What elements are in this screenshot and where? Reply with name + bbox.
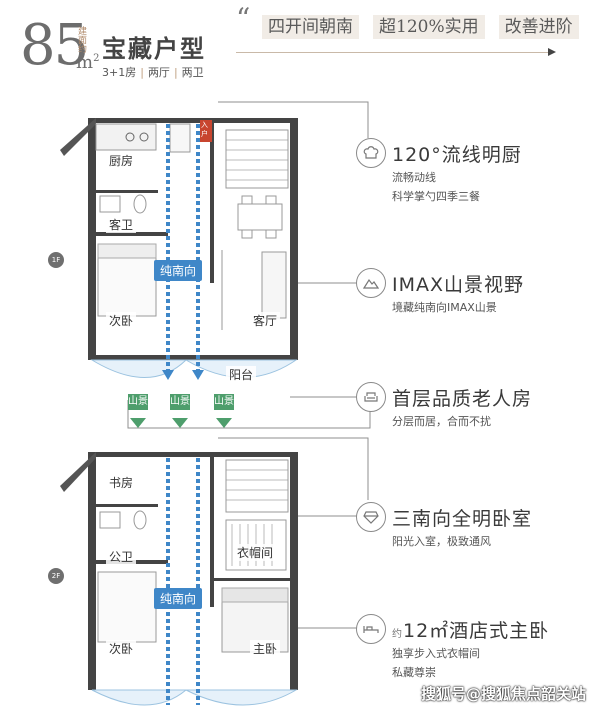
- room-cloakroom: 衣帽间: [234, 544, 277, 561]
- feature-title: 三南向全明卧室: [392, 508, 533, 530]
- diamond-icon: [356, 502, 386, 532]
- entry-label: 入户: [201, 121, 208, 138]
- room-guest-bath: 客卫: [106, 216, 137, 233]
- feature-title: 首层品质老人房: [392, 388, 533, 410]
- room-master: 主卧: [250, 640, 281, 657]
- feature-desc: 独享步入式衣帽间私藏尊崇: [392, 647, 480, 679]
- south-facing-tag-1f: 纯南向: [154, 260, 203, 281]
- floor-badge-2f: 2F: [48, 568, 64, 584]
- area-number: 85: [20, 13, 89, 78]
- mountain-view-tag: 山景: [214, 394, 234, 410]
- south-facing-tag-2f: 纯南向: [154, 588, 203, 609]
- floor-badge-1f: 1F: [48, 252, 64, 268]
- floor-1-plan: [60, 118, 298, 378]
- slogan-row: 四开间朝南超120%实用改善进阶: [262, 12, 593, 39]
- bed-icon: [356, 614, 386, 644]
- feature-title: 约12㎡酒店式主卧: [392, 620, 550, 642]
- feature-desc: 流畅动线科学掌勺四季三餐: [392, 171, 480, 203]
- south-arrows-floor-1: [162, 124, 204, 380]
- mountain-icon: [356, 268, 386, 298]
- slogan-item: 改善进阶: [498, 15, 579, 39]
- room-config: 3+1房|两厅|两卫: [102, 66, 204, 79]
- room-public-bath: 公卫: [106, 548, 137, 565]
- feature-title: 120°流线明厨: [392, 144, 522, 166]
- south-arrows-floor-2: [166, 458, 200, 705]
- sofa-icon: [356, 382, 386, 412]
- slogan-item: 四开间朝南: [262, 15, 359, 39]
- header-divider: [236, 52, 554, 53]
- room-study: 书房: [106, 474, 137, 491]
- floor-2-plan: [60, 452, 298, 706]
- room-living: 客厅: [250, 312, 281, 329]
- watermark: 搜狐号@搜狐焦点韶关站: [420, 685, 586, 703]
- room-balcony: 阳台: [226, 366, 257, 383]
- mountain-view-tag: 山景: [128, 394, 148, 410]
- chef-hat-icon: [356, 138, 386, 168]
- connector-lines: [127, 101, 371, 629]
- quote-mark: “: [236, 2, 251, 35]
- room-kitchen: 厨房: [106, 152, 137, 169]
- room-bedroom-1f: 次卧: [106, 312, 137, 329]
- arrow-right-icon: [548, 48, 556, 56]
- mountain-view-tag: 山景: [170, 394, 190, 410]
- page-title: 宝藏户型: [102, 35, 206, 63]
- feature-title: IMAX山景视野: [392, 274, 525, 296]
- feature-desc: 阳光入室，极致通风: [392, 535, 491, 548]
- slogan-item: 超120%实用: [373, 15, 485, 39]
- area-unit: m2: [76, 52, 100, 73]
- feature-desc: 分层而居，合而不扰: [392, 415, 491, 428]
- room-bedroom-2f: 次卧: [106, 640, 137, 657]
- area-tag: 建面约: [76, 26, 86, 53]
- feature-desc: 境藏纯南向IMAX山景: [392, 301, 497, 314]
